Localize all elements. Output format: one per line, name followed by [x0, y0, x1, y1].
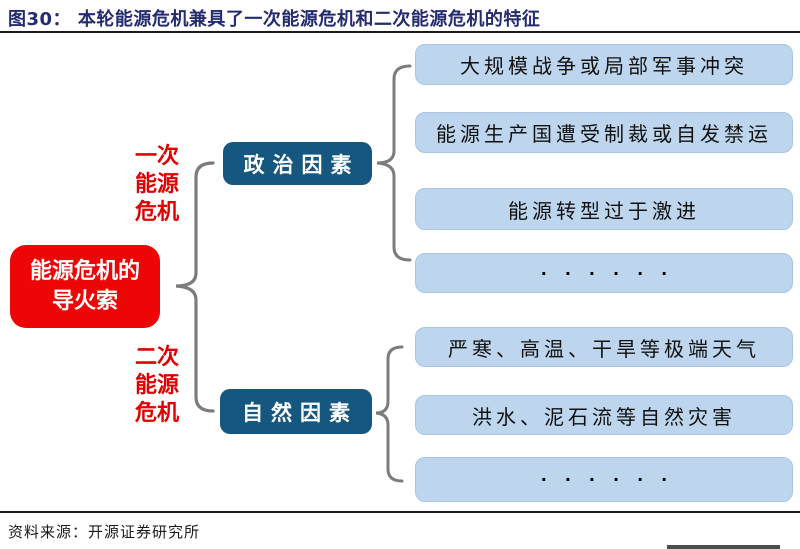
primary-crisis-line1: 一次	[134, 144, 179, 169]
root-node-line2: 导火索	[51, 288, 118, 314]
secondary-crisis-line3: 危机	[134, 401, 179, 426]
title-divider	[0, 31, 800, 33]
primary-crisis-line2: 能源	[134, 172, 179, 197]
figure-title: 图30： 本轮能源危机兼具了一次能源危机和二次能源危机的特征	[8, 9, 541, 30]
natural-item-disasters: 洪水、泥石流等自然灾害	[415, 395, 793, 435]
political-factor-node: 政治因素	[223, 142, 372, 185]
political-item-transition: 能源转型过于激进	[415, 188, 793, 230]
primary-crisis-line3: 危机	[134, 200, 179, 225]
root-node-line1: 能源危机的	[29, 258, 140, 284]
political-brace	[376, 64, 412, 262]
secondary-crisis-line2: 能源	[134, 373, 179, 398]
secondary-crisis-line1: 二次	[134, 345, 179, 370]
natural-item-ellipsis: ······	[415, 457, 793, 502]
natural-item-extreme-weather: 严寒、高温、干旱等极端天气	[415, 327, 793, 367]
secondary-energy-crisis-label: 二次 能源 危机	[122, 344, 192, 428]
primary-energy-crisis-label: 一次 能源 危机	[122, 143, 192, 227]
political-item-war: 大规模战争或局部军事冲突	[415, 44, 793, 85]
political-item-sanctions: 能源生产国遭受制裁或自发禁运	[415, 112, 793, 153]
natural-brace	[375, 345, 404, 483]
source-note: 资料来源：开源证券研究所	[8, 523, 201, 541]
political-item-ellipsis: ······	[415, 253, 793, 293]
natural-factor-node: 自然因素	[220, 389, 372, 434]
footer-divider	[0, 511, 800, 513]
bottom-right-partial-bar	[667, 545, 780, 549]
root-node-energy-crisis-trigger: 能源危机的 导火索	[10, 245, 160, 328]
